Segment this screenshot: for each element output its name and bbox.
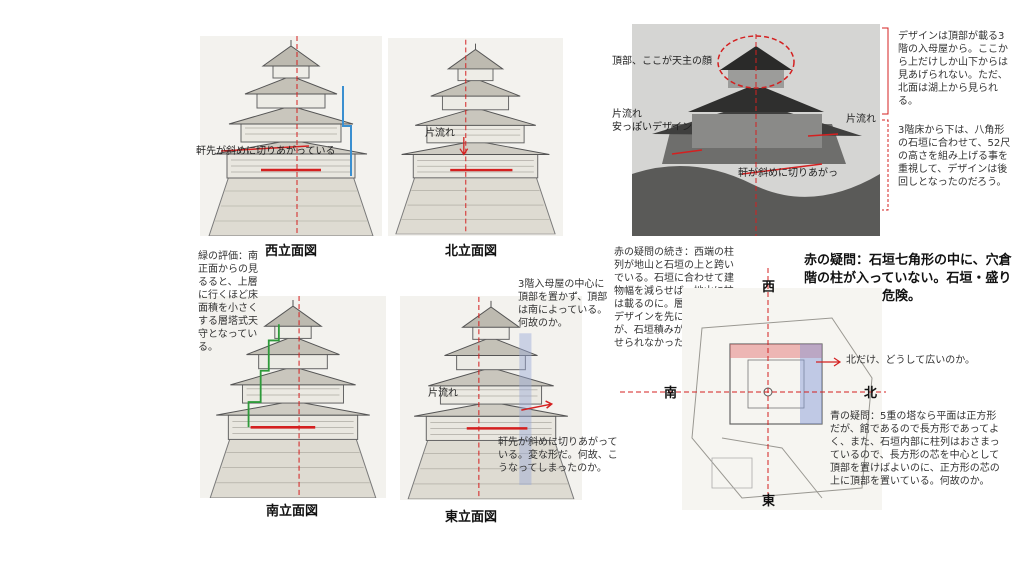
photo-right-bottom-note: 3階床から下は、八角形の石垣に合わせて、52尺の高さを組み上げる事を重視して、デ…	[898, 125, 1011, 188]
castle-model-photo	[632, 24, 880, 236]
photo-slope-left-label: 片流れ 安っぽいデザイン	[612, 109, 692, 133]
north-wide-note: 北だけ、どうして広いのか。	[846, 355, 975, 366]
photo-eave-label: 軒が斜めに切りあがっ	[738, 168, 838, 179]
blue-question-note: 青の疑問：5重の塔なら平面は正方形だが、館であるので長方形であってよく、また、石…	[830, 411, 1000, 487]
north-slope-label: 片流れ	[425, 128, 455, 139]
photo-slope-right-label: 片流れ	[846, 114, 876, 125]
center-question-note: 3階入母屋の中心に頂部を置かず、頂部は南によっている。何故のか。	[518, 279, 608, 329]
east-elevation-drawing	[400, 296, 582, 500]
east-slope-label: 片流れ	[428, 388, 458, 399]
east-eave-note: 軒先が斜めに切りあがっている。変な形だ。何故、こうなってしまったのか。	[498, 437, 618, 474]
castle-plan-drawing	[682, 288, 882, 510]
west-eave-label: 軒先が斜めに切りあがっている	[196, 146, 336, 157]
west-elevation-drawing	[200, 36, 382, 236]
compass-west: 西	[762, 280, 776, 295]
north-elevation-drawing	[388, 38, 563, 236]
south-elevation-caption: 南立面図	[266, 504, 319, 519]
photo-top-label: 頂部、ここが天主の顔	[612, 56, 712, 67]
red-question-continued-note: 赤の疑問の続き：西端の柱列が地山と石垣の上と跨いでいる。石垣に合わせて建物幅を減…	[614, 247, 734, 349]
compass-south: 南	[664, 386, 678, 401]
south-elevation-drawing	[200, 296, 386, 498]
west-elevation-caption: 西立面図	[265, 244, 318, 259]
plan-axis-lines	[620, 268, 886, 504]
compass-north: 北	[864, 386, 878, 401]
photo-right-top-note: デザインは頂部が載る3階の入母屋から。ここから上だけしか山下からは見あげられない…	[898, 31, 1008, 107]
photo-bracket	[882, 27, 889, 211]
compass-east: 東	[762, 494, 776, 509]
east-elevation-caption: 東立面図	[445, 510, 498, 525]
north-elevation-caption: 北立面図	[445, 244, 498, 259]
green-evaluation-note: 緑の評価：南正面からの見るると、上層に行くほど床面積を小さくする層塔式天守となっ…	[198, 251, 258, 353]
